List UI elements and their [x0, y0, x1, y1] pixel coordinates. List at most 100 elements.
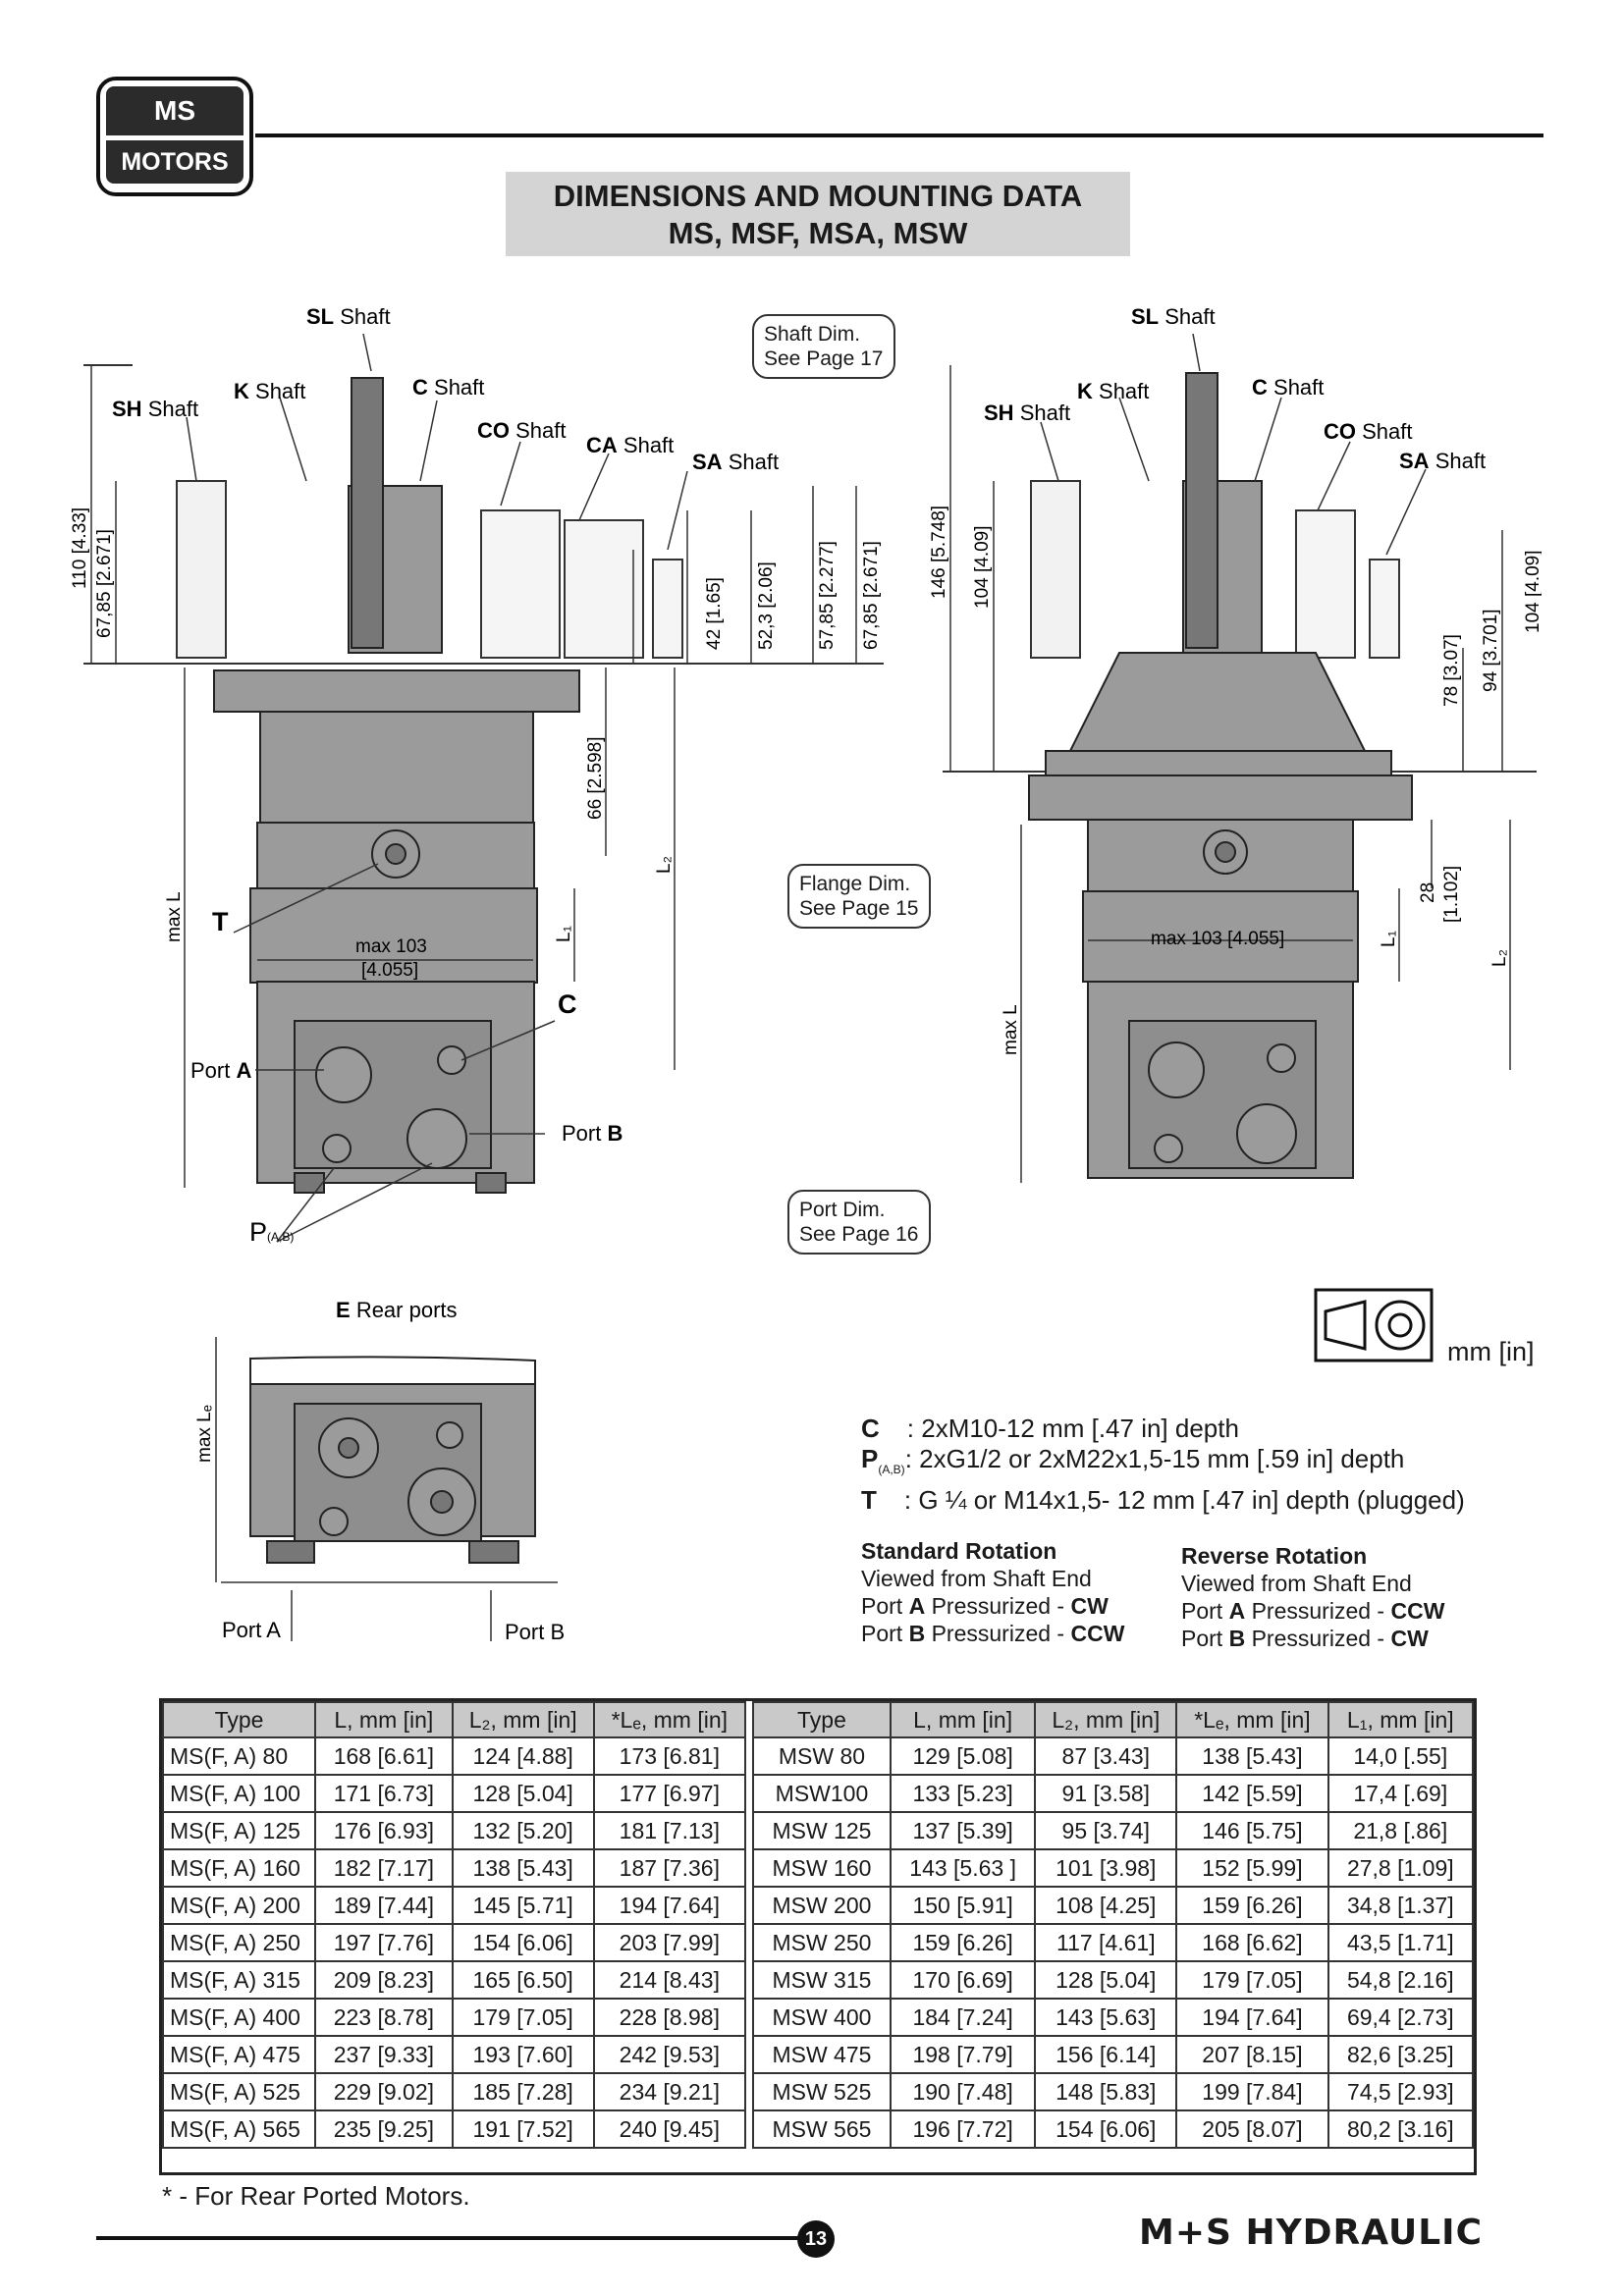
table-cell: 235 [9.25] [314, 2109, 454, 2149]
dim-max-le: max Lₑ [194, 1405, 215, 1463]
table-cell: 205 [8.07] [1175, 2109, 1329, 2149]
table-cell: 199 [7.84] [1175, 2072, 1329, 2111]
table-cell: 182 [7.17] [314, 1848, 454, 1888]
shaft-label-sl: SL Shaft [306, 304, 391, 329]
table-cell: 203 [7.99] [592, 1923, 746, 1962]
callout-port-a: Port A [190, 1058, 251, 1083]
table-cell: MSW 565 [751, 2109, 892, 2149]
table-cell: MS(F, A) 475 [162, 2035, 316, 2074]
table-cell: 179 [7.05] [451, 1998, 595, 2037]
col-l: L, mm [in] [314, 1701, 454, 1738]
table-cell: 168 [6.62] [1175, 1923, 1329, 1962]
dim-42: 42 [1.65] [704, 577, 725, 650]
shaft-label-sl-right: SL Shaft [1131, 304, 1216, 329]
table-cell: 229 [9.02] [314, 2072, 454, 2111]
table-cell: 128 [5.04] [1034, 1960, 1178, 2000]
dim-57-85: 57,85 [2.277] [817, 541, 838, 650]
table-cell: 176 [6.93] [314, 1811, 454, 1850]
table-cell: 214 [8.43] [592, 1960, 746, 2000]
table-cell: 124 [4.88] [451, 1736, 595, 1776]
callout-t: T [212, 907, 229, 936]
dim-66: 66 [2.598] [585, 736, 606, 820]
rear-port-a: Port A [222, 1618, 281, 1642]
dim-52-3: 52,3 [2.06] [756, 561, 777, 650]
table-cell: 27,8 [1.09] [1326, 1848, 1475, 1888]
callout-p: P(A,B) [249, 1217, 294, 1247]
dimensions-table-frame: Type L, mm [in] L₂, mm [in] *Lₑ, mm [in]… [159, 1698, 1477, 2175]
standard-rotation-port-b: Port B Pressurized - CCW [861, 1621, 1125, 1646]
standard-rotation-title: Standard Rotation [861, 1538, 1057, 1564]
table-cell: 21,8 [.86] [1326, 1811, 1475, 1850]
page-number: 13 [797, 2220, 835, 2258]
table-cell: 189 [7.44] [314, 1886, 454, 1925]
rear-ports-title: E Rear ports [336, 1298, 458, 1322]
table-cell: 87 [3.43] [1034, 1736, 1178, 1776]
table-separator [743, 1702, 754, 1737]
units-label: mm [in] [1447, 1337, 1535, 1366]
table-cell: MS(F, A) 565 [162, 2109, 316, 2149]
table-cell: 82,6 [3.25] [1326, 2035, 1475, 2074]
rear-port-b: Port B [505, 1620, 565, 1644]
table-cell: 171 [6.73] [314, 1774, 454, 1813]
title-line1: DIMENSIONS AND MOUNTING DATA [553, 179, 1083, 213]
table-cell: 133 [5.23] [889, 1774, 1037, 1813]
table-cell: 34,8 [1.37] [1326, 1886, 1475, 1925]
motor-drawing-left: SL Shaft SH Shaft K Shaft C Shaft CO Sha… [70, 304, 884, 1247]
shaft-label-sa-right: SA Shaft [1399, 449, 1486, 473]
table-separator [743, 1812, 754, 1849]
port-dim-note: Port Dim. See Page 16 [787, 1190, 931, 1255]
table-cell: 207 [8.15] [1175, 2035, 1329, 2074]
flange-dim-note: Flange Dim. See Page 15 [787, 864, 931, 929]
table-cell: 69,4 [2.73] [1326, 1998, 1475, 2037]
port-dim-line1: Port Dim. [799, 1199, 886, 1221]
table-cell: MSW 200 [751, 1886, 892, 1925]
table-cell: 197 [7.76] [314, 1923, 454, 1962]
table-cell: MSW 160 [751, 1848, 892, 1888]
dim-67-85-left: 67,85 [2.671] [94, 529, 115, 638]
dim-28-in: [1.102] [1441, 866, 1462, 923]
shaft-label-sa: SA Shaft [692, 450, 779, 474]
table-cell: MSW 250 [751, 1923, 892, 1962]
col-type-msw: Type [751, 1701, 892, 1738]
table-cell: 194 [7.64] [592, 1886, 746, 1925]
col-l-msw: L, mm [in] [889, 1701, 1037, 1738]
table-cell: 179 [7.05] [1175, 1960, 1329, 2000]
shaft-label-ca: CA Shaft [586, 433, 674, 457]
dim-l2: L₂ [654, 856, 675, 874]
table-cell: 181 [7.13] [592, 1811, 746, 1850]
table-cell: 228 [8.98] [592, 1998, 746, 2037]
table-cell: 80,2 [3.16] [1326, 2109, 1475, 2149]
table-cell: 143 [5.63] [1034, 1998, 1178, 2037]
shaft-dim-line2: See Page 17 [764, 347, 884, 370]
table-header-row: Type L, mm [in] L₂, mm [in] *Lₑ, mm [in]… [162, 1701, 1475, 1738]
table-cell: MS(F, A) 250 [162, 1923, 316, 1962]
table-cell: 54,8 [2.16] [1326, 1960, 1475, 2000]
table-cell: 91 [3.58] [1034, 1774, 1178, 1813]
table-cell: 159 [6.26] [889, 1923, 1037, 1962]
table-separator [743, 1849, 754, 1887]
dim-max-l-right: max L [1001, 1004, 1021, 1055]
dim-l1-right: L₁ [1379, 931, 1399, 947]
shaft-label-c-right: C Shaft [1252, 375, 1324, 400]
table-cell: 128 [5.04] [451, 1774, 595, 1813]
rear-ports-drawing: E Rear ports max Lₑ Port A Port B [194, 1298, 565, 1644]
table-cell: 43,5 [1.71] [1326, 1923, 1475, 1962]
table-cell: MSW 400 [751, 1998, 892, 2037]
shaft-label-sh-right: SH Shaft [984, 400, 1070, 425]
table-cell: MS(F, A) 160 [162, 1848, 316, 1888]
table-separator [743, 1737, 754, 1775]
shaft-label-sh: SH Shaft [112, 397, 198, 421]
logo-bottom: MOTORS [106, 140, 244, 184]
table-cell: 14,0 [.55] [1326, 1736, 1475, 1776]
table-cell: 148 [5.83] [1034, 2072, 1178, 2111]
dim-94: 94 [3.701] [1481, 609, 1501, 692]
table-cell: 142 [5.59] [1175, 1774, 1329, 1813]
shaft-label-k-right: K Shaft [1077, 379, 1149, 403]
table-cell: MS(F, A) 400 [162, 1998, 316, 2037]
table-cell: 170 [6.69] [889, 1960, 1037, 2000]
